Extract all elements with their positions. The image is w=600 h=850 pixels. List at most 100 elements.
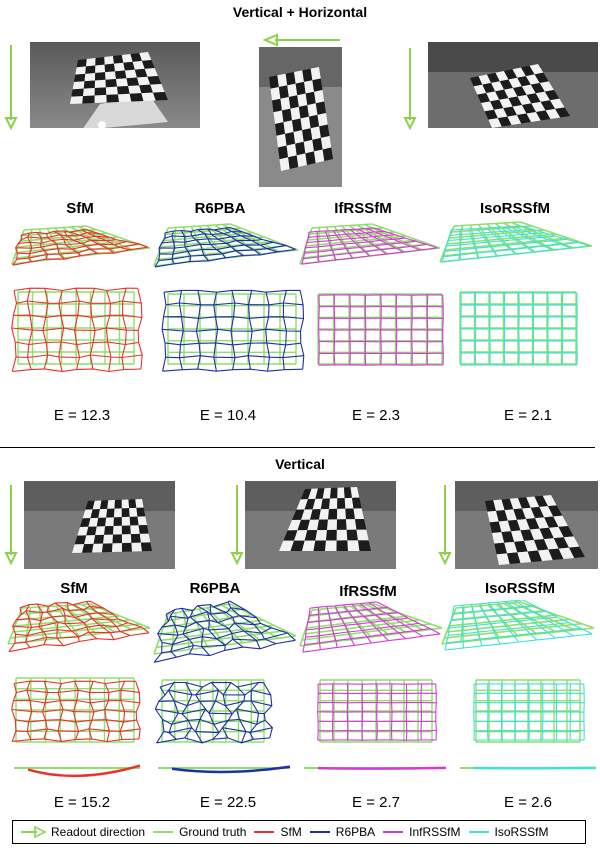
checker-square xyxy=(121,534,132,544)
grid-#e8322b xyxy=(11,287,143,373)
grid-line xyxy=(12,618,119,628)
checker-square xyxy=(470,76,483,87)
grid-#d63ad6 xyxy=(317,683,437,741)
checker-square xyxy=(283,120,294,134)
checker-square xyxy=(288,155,299,169)
checkerboard-photo-6-svg xyxy=(455,481,598,569)
grid-line xyxy=(154,639,296,663)
grid-line xyxy=(167,607,246,622)
grid-line xyxy=(305,622,419,638)
checker-square xyxy=(86,526,97,536)
grid-#8ee06a xyxy=(17,291,135,365)
checker-square xyxy=(503,106,517,117)
checker-square xyxy=(90,509,100,519)
checker-square xyxy=(93,534,105,544)
checker-square xyxy=(290,540,305,551)
grid-line xyxy=(14,626,142,644)
grid-line xyxy=(12,738,139,743)
checker-square xyxy=(115,70,127,79)
grid-#8ee06a xyxy=(459,291,577,365)
checker-square xyxy=(85,500,95,510)
checker-square xyxy=(520,529,534,541)
checker-square xyxy=(312,498,323,510)
checker-square xyxy=(137,516,147,526)
checker-square xyxy=(558,547,575,559)
grid-line xyxy=(16,300,142,304)
grid-#1f2fa8 xyxy=(153,600,296,663)
checker-square xyxy=(543,538,559,550)
checker-square xyxy=(106,508,115,518)
grid-line xyxy=(158,244,286,262)
grid-line xyxy=(11,708,137,713)
checker-square xyxy=(302,68,313,82)
profile-line xyxy=(27,764,141,778)
grid-line xyxy=(12,246,148,266)
grid-line xyxy=(301,247,438,265)
legend-label-infrssfm: InfRSSfM xyxy=(409,825,461,839)
checker-square xyxy=(84,73,96,82)
checker-square xyxy=(83,80,95,89)
checker-square xyxy=(292,118,303,132)
checker-square xyxy=(300,488,312,500)
checker-square xyxy=(535,517,549,529)
checker-square xyxy=(487,72,500,83)
checker-square xyxy=(347,540,360,551)
checker-square xyxy=(530,83,545,94)
checker-square xyxy=(86,58,96,67)
s2-method-isorssfm: IsoRSSfM xyxy=(484,580,555,597)
checker-square xyxy=(105,79,117,88)
grid-line xyxy=(16,612,114,622)
readout-arrows-1 xyxy=(4,33,417,131)
checker-square xyxy=(304,498,316,510)
checker-square xyxy=(283,530,298,541)
grid-#8ee06a xyxy=(319,679,433,743)
checkerboard-photo-5 xyxy=(245,481,396,569)
checker-square xyxy=(121,525,131,535)
checker-square xyxy=(317,519,328,531)
checker-square xyxy=(132,60,145,70)
s1-method-sfm: SfM xyxy=(66,200,94,217)
checker-square xyxy=(103,534,113,544)
checker-square xyxy=(277,73,288,88)
grid-#e8322b xyxy=(8,600,150,653)
checker-square xyxy=(346,519,357,530)
section-divider xyxy=(0,447,595,448)
checker-square xyxy=(517,76,531,87)
legend-item-r6pba: R6PBA xyxy=(309,825,375,839)
checker-square xyxy=(526,518,540,530)
legend-label-sfm: SfM xyxy=(280,825,302,839)
grid-line xyxy=(15,354,143,359)
checker-square xyxy=(98,508,108,518)
checker-square xyxy=(114,499,122,509)
grid-line xyxy=(165,302,304,306)
checker-square xyxy=(279,157,290,171)
line-swatch-icon xyxy=(254,831,275,833)
checker-square xyxy=(139,84,153,94)
s2-error-ifrssfm: E = 2.7 xyxy=(352,794,400,811)
checker-square xyxy=(489,521,502,533)
checker-square xyxy=(496,510,508,522)
checker-square xyxy=(473,84,487,95)
checker-square xyxy=(529,64,544,75)
checker-square xyxy=(530,506,545,519)
checker-square xyxy=(548,548,564,560)
checker-square xyxy=(544,90,560,101)
checker-square xyxy=(150,84,165,93)
grid-line xyxy=(159,241,274,255)
s2-error-isorssfm: E = 2.6 xyxy=(504,794,552,811)
checker-square xyxy=(288,95,299,109)
checker-square xyxy=(344,497,354,509)
checker-square xyxy=(144,68,158,77)
readout-arrows-2 xyxy=(4,485,452,566)
checker-square xyxy=(548,505,563,517)
checker-square xyxy=(287,519,301,531)
checker-square xyxy=(499,98,513,109)
checker-square xyxy=(82,509,93,519)
grid-line xyxy=(302,633,441,653)
grid-line xyxy=(8,632,150,653)
checker-square xyxy=(142,60,155,69)
checker-square xyxy=(517,551,532,563)
checker-square xyxy=(563,536,580,548)
grid-#8ee06a xyxy=(475,679,581,743)
checker-square xyxy=(105,517,114,527)
